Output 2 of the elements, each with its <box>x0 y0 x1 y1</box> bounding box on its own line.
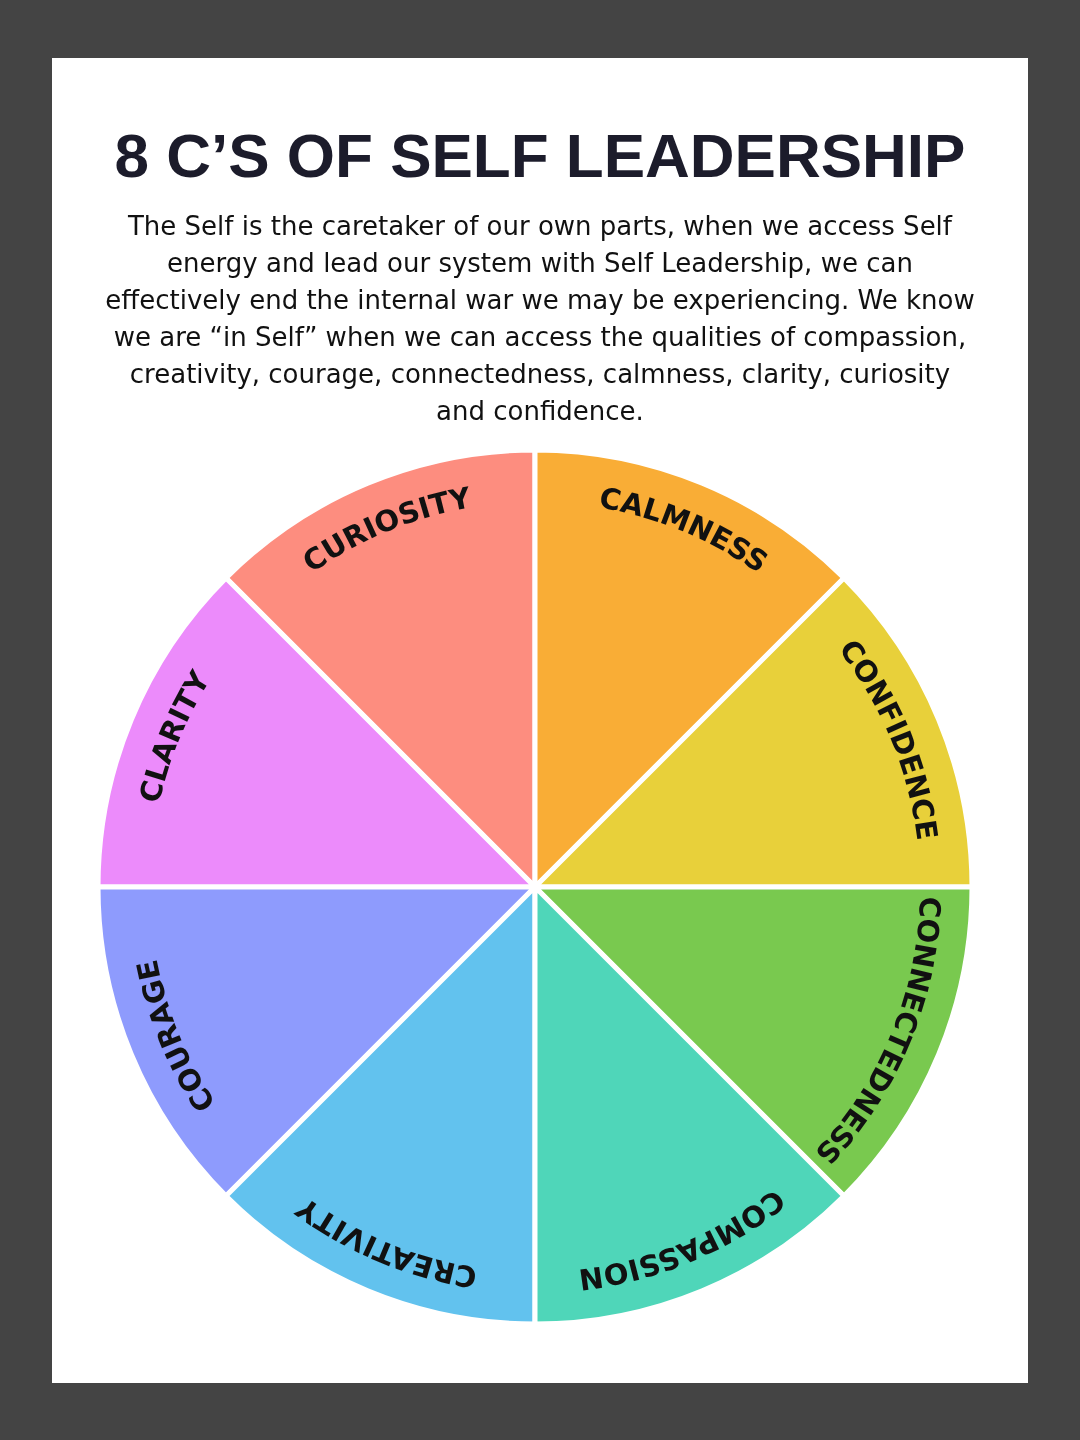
intro-paragraph: The Self is the caretaker of our own parts, when we access Self energy and lead our system with Self Leadership, we can effectively end the internal war we may be experiencing. We know we are “in Self” when we can access the qualities of compassion, creativity, courage, connectedness, calmness, clarity, curiosity and confidence. <box>104 210 976 428</box>
title: 8 C’S OF SELF LEADERSHIP <box>113 120 967 191</box>
